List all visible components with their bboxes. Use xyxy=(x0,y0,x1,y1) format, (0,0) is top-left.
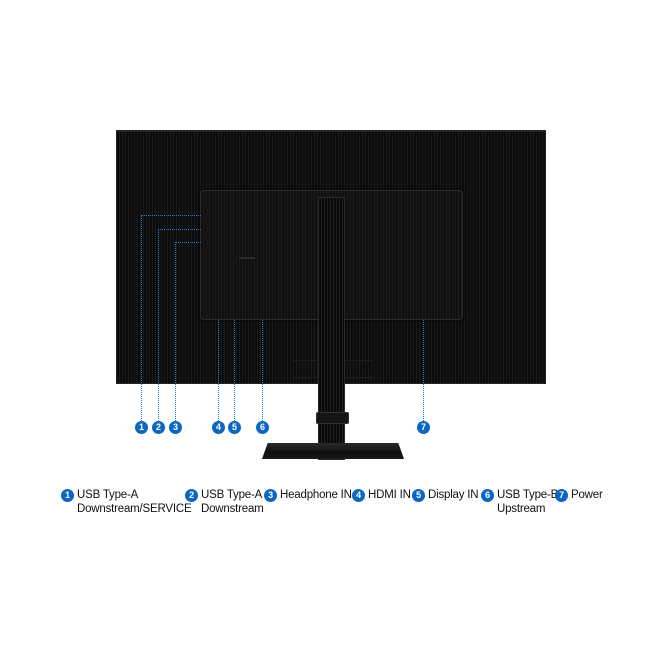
callout-line-1-v xyxy=(141,215,142,421)
legend-label-line2: Downstream xyxy=(201,503,264,515)
callout-line-4-v xyxy=(218,320,219,421)
callout-marker-7: 7 xyxy=(417,421,430,434)
legend-item-headphone: 3 Headphone IN xyxy=(264,488,352,502)
callout-line-1-h xyxy=(141,215,201,216)
legend-label-line1: HDMI IN xyxy=(368,489,411,501)
legend-item-usb-a-downstream: 2 USB Type-A Downstream xyxy=(185,488,264,516)
callout-line-3-v xyxy=(175,242,176,421)
callout-line-3-h xyxy=(175,242,201,243)
legend-item-power: 7 Power xyxy=(555,488,603,502)
callout-marker-3: 3 xyxy=(169,421,182,434)
legend-item-usb-b-upstream: 6 USB Type-B Upstream xyxy=(481,488,558,516)
legend-item-display: 5 Display IN xyxy=(412,488,479,502)
callout-marker-4: 4 xyxy=(212,421,225,434)
legend-label-line1: Headphone IN xyxy=(280,489,352,501)
legend-label-line1: USB Type-A xyxy=(201,489,263,501)
stand-cable-clip xyxy=(316,412,349,424)
callout-line-2-h xyxy=(158,229,201,230)
legend-label-line1: Display IN xyxy=(428,489,479,501)
callout-line-6-v xyxy=(262,320,263,421)
legend-label-line1: USB Type-B xyxy=(497,489,559,501)
legend-label-line1: USB Type-A xyxy=(77,489,139,501)
callout-marker-6: 6 xyxy=(256,421,269,434)
legend-label-line2: Upstream xyxy=(497,503,546,515)
legend-label-line2: Downstream/SERVICE xyxy=(77,503,192,515)
callout-line-7-v xyxy=(423,320,424,421)
legend-marker-1: 1 xyxy=(61,489,74,502)
brand-logo xyxy=(239,257,255,259)
callout-marker-2: 2 xyxy=(152,421,165,434)
legend-item-usb-a-service: 1 USB Type-A Downstream/SERVICE xyxy=(61,488,192,516)
stand-base xyxy=(262,443,404,459)
callout-marker-1: 1 xyxy=(135,421,148,434)
legend-marker-3: 3 xyxy=(264,489,277,502)
callout-line-5-v xyxy=(234,320,235,421)
callout-line-2-v xyxy=(158,229,159,421)
legend-marker-5: 5 xyxy=(412,489,425,502)
legend-marker-6: 6 xyxy=(481,489,494,502)
legend-label-line1: Power xyxy=(571,489,603,501)
callout-marker-5: 5 xyxy=(228,421,241,434)
legend-marker-7: 7 xyxy=(555,489,568,502)
legend-item-hdmi: 4 HDMI IN xyxy=(352,488,411,502)
legend-marker-2: 2 xyxy=(185,489,198,502)
legend-marker-4: 4 xyxy=(352,489,365,502)
